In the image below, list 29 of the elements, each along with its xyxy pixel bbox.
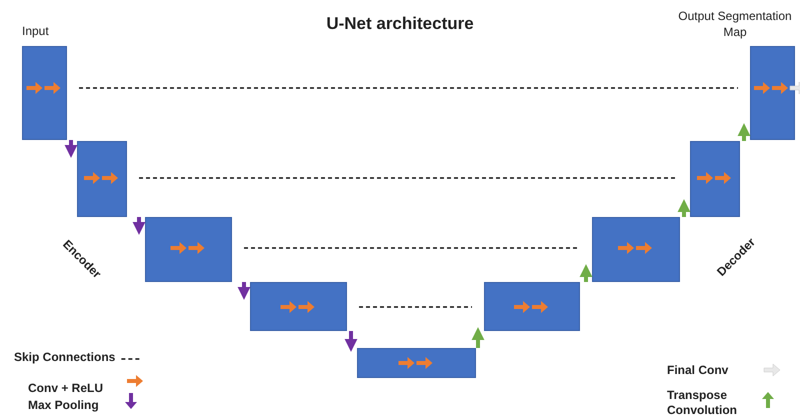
legend-text: Conv + ReLU bbox=[28, 381, 104, 395]
arrow bbox=[580, 264, 592, 282]
arrow bbox=[678, 199, 690, 217]
arrow bbox=[238, 282, 250, 300]
legend-text: Max Pooling bbox=[28, 398, 99, 412]
diagram-title: U-Net architecture bbox=[325, 14, 475, 34]
skip-connection-line bbox=[359, 306, 472, 308]
legend-text: Skip Connections bbox=[14, 350, 116, 364]
layer-block bbox=[22, 46, 67, 140]
layer-block bbox=[484, 282, 580, 331]
layer-block bbox=[77, 141, 127, 217]
layer-block bbox=[750, 46, 795, 140]
arrow bbox=[738, 123, 750, 141]
arrow bbox=[64, 140, 78, 158]
layer-block bbox=[357, 348, 476, 378]
arrow bbox=[132, 217, 146, 235]
layer-block bbox=[250, 282, 347, 331]
legend-text: Transpose Convolution bbox=[667, 388, 737, 418]
node-caption: Output Segmentation Map bbox=[677, 8, 793, 40]
skip-connection-line bbox=[139, 177, 678, 179]
skip-connection-line bbox=[244, 247, 580, 249]
layer-block bbox=[592, 217, 680, 282]
legend-text: Final Conv bbox=[667, 363, 728, 377]
layer-block bbox=[145, 217, 232, 282]
arrow bbox=[472, 327, 484, 348]
node-caption: Input bbox=[22, 24, 49, 38]
layer-block bbox=[690, 141, 740, 217]
arrow bbox=[344, 331, 358, 352]
skip-connection-line bbox=[79, 87, 738, 89]
